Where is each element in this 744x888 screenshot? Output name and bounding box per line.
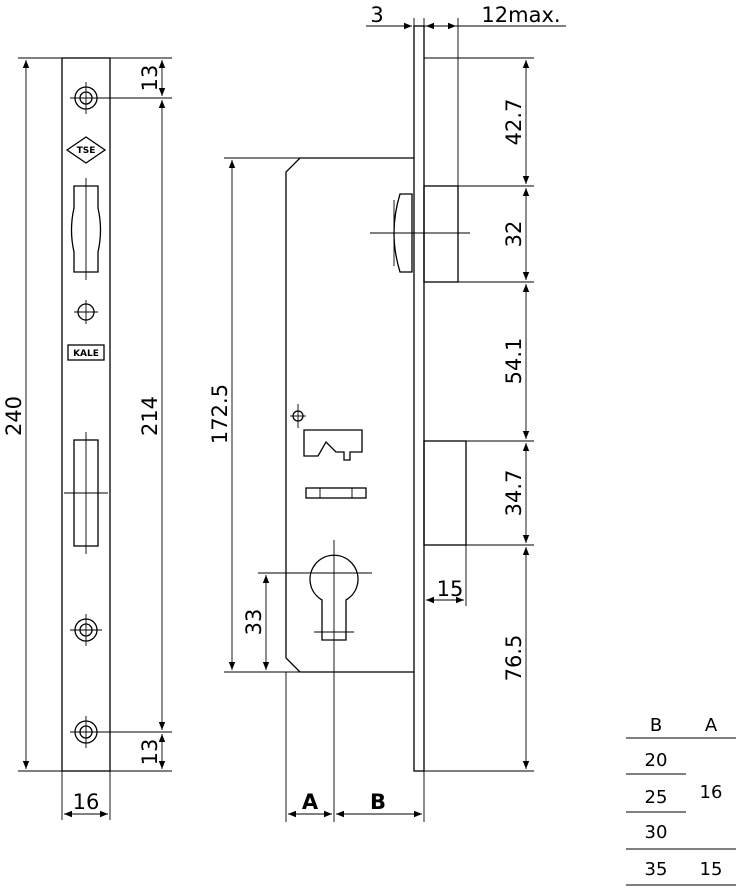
table-cell-b-20: 20	[645, 750, 668, 771]
table-cell-a-15: 15	[700, 859, 723, 880]
hook-element	[290, 404, 363, 461]
svg-text:42.7: 42.7	[502, 99, 526, 146]
latch	[370, 185, 470, 283]
kale-logo: KALE	[67, 344, 105, 361]
svg-text:16: 16	[73, 790, 100, 814]
dim-top: 3 12max.	[366, 3, 566, 186]
side-faceplate	[413, 25, 425, 772]
dim-16: 16	[61, 771, 111, 820]
middle-hole	[74, 300, 98, 324]
lower-screw-hole	[70, 614, 102, 646]
faceplate-outline	[61, 57, 111, 772]
front-view: TSE KALE	[2, 57, 172, 820]
bottom-screw-hole	[70, 716, 102, 748]
table-header-a: A	[705, 715, 718, 736]
slot-bar	[305, 487, 367, 499]
dim-right-chain: 42.7 32 54.1 34.7 76.5	[424, 57, 534, 772]
lock-body	[285, 157, 414, 673]
latch-cutout	[70, 178, 102, 280]
svg-text:240: 240	[2, 396, 26, 436]
deadbolt	[423, 440, 467, 546]
dim-a-b: A B	[285, 650, 425, 822]
dim-240: 240	[2, 57, 62, 772]
svg-text:15: 15	[437, 577, 464, 601]
dim-33: 33	[242, 572, 306, 670]
svg-text:13: 13	[138, 65, 162, 92]
deadbolt-slot	[64, 432, 108, 554]
svg-text:B: B	[370, 790, 386, 814]
top-screw-hole	[70, 82, 102, 114]
svg-text:32: 32	[502, 221, 526, 248]
size-table: B A 20 25 30 35 16 15	[626, 715, 736, 886]
dim-13-top: 13	[110, 57, 172, 96]
svg-text:KALE: KALE	[73, 349, 99, 359]
cylinder-hole	[300, 540, 372, 650]
table-cell-b-35: 35	[645, 859, 668, 880]
dim-13-bottom: 13	[110, 734, 172, 772]
table-cell-b-25: 25	[645, 787, 668, 808]
svg-text:13: 13	[138, 739, 162, 766]
svg-text:34.7: 34.7	[502, 470, 526, 517]
table-cell-a-16: 16	[700, 782, 723, 803]
table-header-b: B	[650, 715, 662, 736]
svg-text:172.5: 172.5	[208, 384, 232, 444]
svg-text:214: 214	[138, 396, 162, 436]
svg-text:12max.: 12max.	[481, 3, 560, 27]
table-cell-b-30: 30	[645, 822, 668, 843]
dim-15: 15	[426, 545, 467, 606]
svg-text:33: 33	[242, 609, 266, 636]
svg-text:54.1: 54.1	[502, 338, 526, 385]
dim-214: 214	[98, 97, 172, 733]
dim-172-5: 172.5	[208, 157, 300, 673]
svg-text:76.5: 76.5	[502, 635, 526, 682]
svg-text:TSE: TSE	[77, 146, 96, 156]
svg-text:3: 3	[370, 3, 383, 27]
tse-logo: TSE	[65, 136, 107, 164]
svg-text:A: A	[302, 790, 319, 814]
side-view: 172.5 33 3 12max.	[208, 3, 566, 822]
